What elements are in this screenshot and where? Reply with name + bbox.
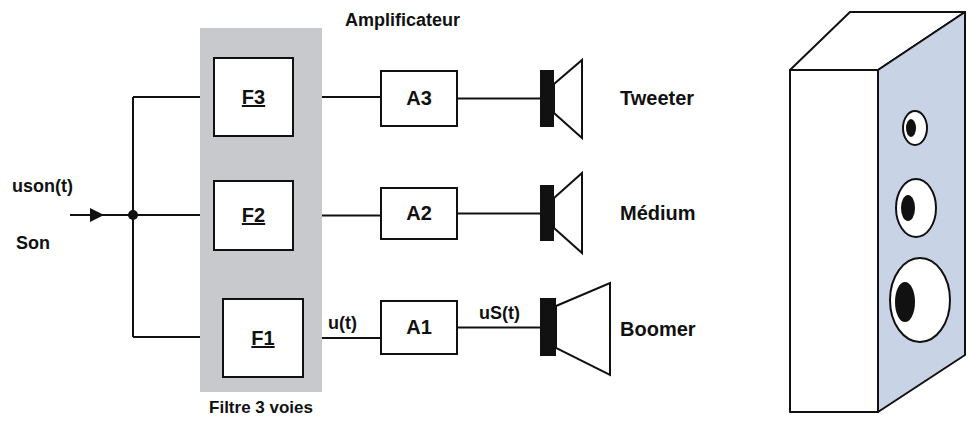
cone-center	[895, 282, 915, 322]
cabinet-medium	[896, 179, 936, 237]
filter-band: Filtre 3 voiesF3F2F1	[200, 28, 322, 392]
box-label: F3	[242, 86, 265, 109]
signal-wire	[458, 327, 540, 329]
cabinet-front	[790, 70, 878, 412]
speaker-cone	[556, 283, 610, 375]
speaker-magnet	[540, 70, 554, 127]
signal-name: u(t)	[326, 313, 359, 334]
signal-wire	[458, 213, 540, 215]
speaker-magnet	[540, 185, 554, 241]
junction-dot	[128, 210, 138, 220]
amplifier-box: A3	[380, 70, 458, 127]
speaker-label: Tweeter	[620, 87, 694, 110]
box-label: A3	[406, 87, 432, 110]
loudspeaker: Médium	[540, 185, 710, 241]
speaker-label: Médium	[620, 202, 696, 225]
signal-name: Son	[16, 233, 50, 254]
amplifier-box: A1	[380, 300, 458, 355]
speaker-magnet	[540, 298, 556, 356]
speaker-cone	[554, 173, 582, 253]
box-label: A1	[406, 316, 432, 339]
cone-center	[906, 119, 916, 137]
loudspeaker: Tweeter	[540, 70, 710, 127]
signal-name: uson(t)	[12, 176, 73, 197]
cabinet-side	[878, 12, 965, 412]
speaker-cone	[554, 60, 582, 138]
cabinet-tweeter	[903, 111, 927, 145]
loudspeaker: Boomer	[540, 283, 710, 375]
signal-wire	[458, 98, 540, 100]
filter-box: F3	[213, 57, 294, 137]
box-label: F1	[251, 327, 274, 350]
filter-box: F1	[222, 298, 304, 378]
box-label: A2	[406, 202, 432, 225]
signal-name: uS(t)	[477, 303, 522, 324]
filter-box: F2	[213, 180, 294, 251]
speaker-label: Boomer	[620, 318, 696, 341]
input-arrowhead	[90, 208, 104, 222]
group-label: Filtre 3 voies	[200, 398, 322, 418]
amplifier-box: A2	[380, 187, 458, 240]
cabinet-boomer	[890, 258, 950, 342]
cone-center	[901, 195, 915, 221]
group-title: Amplificateur	[345, 10, 460, 31]
box-label: F2	[242, 204, 265, 227]
